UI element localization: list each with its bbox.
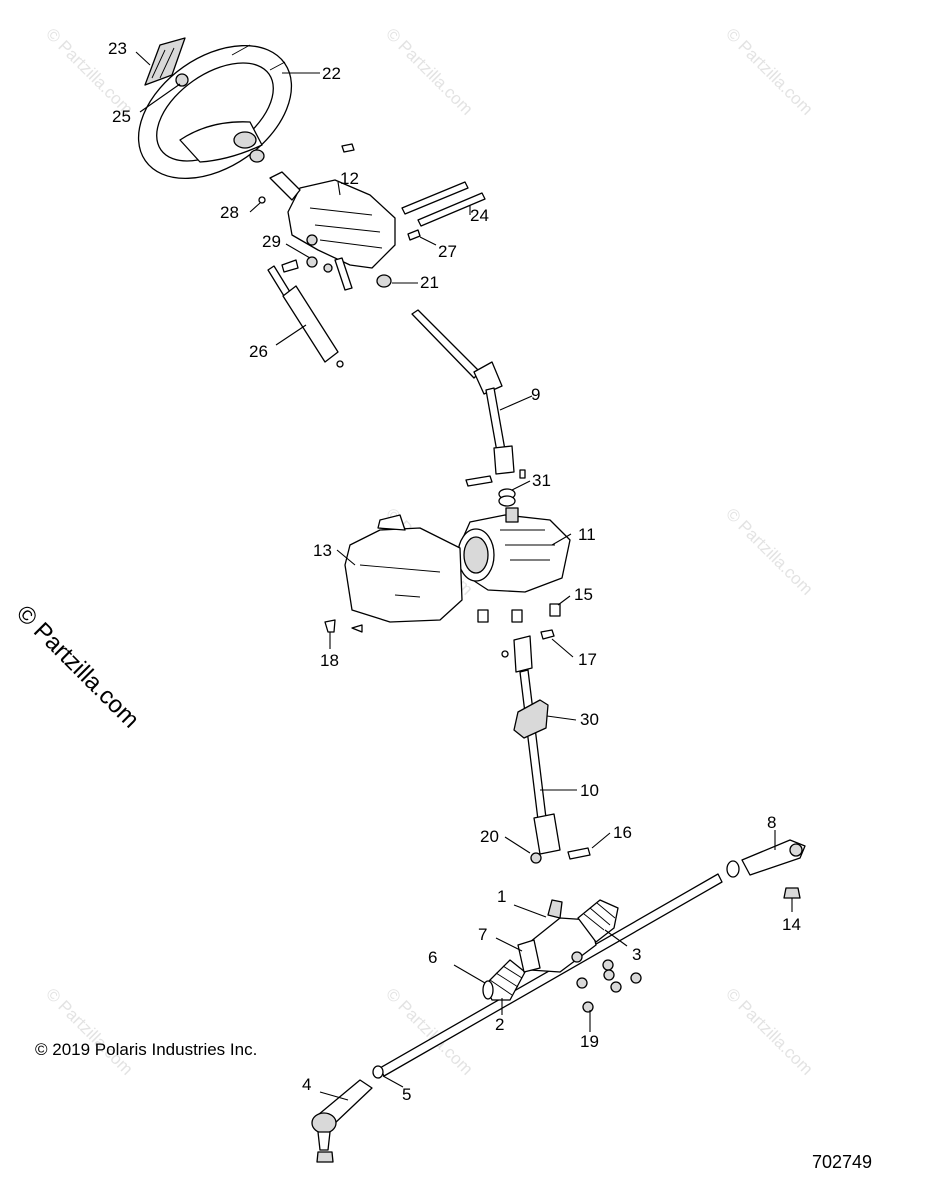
clamp <box>482 980 494 1000</box>
callout-7: 7 <box>478 925 487 944</box>
nut <box>316 1151 334 1163</box>
screw <box>407 229 421 241</box>
rack-boot <box>577 899 619 943</box>
power-steering-unit <box>457 507 571 593</box>
spring-clip <box>498 469 526 507</box>
callout-3: 3 <box>632 945 641 964</box>
callout-9: 9 <box>531 385 540 404</box>
callout-29: 29 <box>262 232 281 251</box>
lower-steering-shaft <box>501 635 561 855</box>
callout-17: 17 <box>578 650 597 669</box>
nut <box>783 887 801 899</box>
callout-23: 23 <box>108 39 127 58</box>
mounting-bolts <box>477 603 561 623</box>
watermark: © Partzilla.com <box>722 24 816 118</box>
callout-25: 25 <box>112 107 131 126</box>
clip <box>351 624 363 633</box>
washer <box>258 196 266 204</box>
callout-10: 10 <box>580 781 599 800</box>
callout-15: 15 <box>574 585 593 604</box>
bolt <box>341 143 355 153</box>
tie-rod-end <box>311 1079 373 1151</box>
callout-2: 2 <box>495 1015 504 1034</box>
bolt <box>540 629 555 640</box>
rack-bracket <box>517 939 541 973</box>
nut <box>530 852 542 864</box>
callout-27: 27 <box>438 242 457 261</box>
jam-nut <box>372 1065 384 1079</box>
watermark: © Partzilla.com <box>722 984 816 1078</box>
tie-rod-end <box>726 839 806 878</box>
steering-cover <box>344 514 463 623</box>
callout-13: 13 <box>313 541 332 560</box>
callout-16: 16 <box>613 823 632 842</box>
callout-24: 24 <box>470 206 489 225</box>
callout-22: 22 <box>322 64 341 83</box>
watermark: © Partzilla.com <box>42 984 136 1078</box>
rack-nuts <box>571 951 642 1013</box>
bolt <box>567 847 591 860</box>
callout-12: 12 <box>340 169 359 188</box>
steering-wheel-emblem <box>144 37 186 86</box>
watermark: © Partzilla.com <box>722 504 816 598</box>
callout-1: 1 <box>497 887 506 906</box>
steering-rack <box>379 873 723 1077</box>
upper-steering-shaft <box>411 309 515 487</box>
callout-21: 21 <box>420 273 439 292</box>
hub-nut <box>249 149 265 163</box>
callout-8: 8 <box>767 813 776 832</box>
callout-20: 20 <box>480 827 499 846</box>
gas-spring <box>267 265 344 368</box>
nut <box>376 274 392 288</box>
copyright-notice: © 2019 Polaris Industries Inc. <box>35 1040 258 1059</box>
callout-28: 28 <box>220 203 239 222</box>
callout-14: 14 <box>782 915 801 934</box>
long-bolts <box>401 181 486 227</box>
shaft-boot <box>513 699 549 739</box>
callout-5: 5 <box>402 1085 411 1104</box>
tilt-bracket <box>269 171 396 291</box>
callout-6: 6 <box>428 948 437 967</box>
bolt <box>281 259 299 273</box>
callout-31: 31 <box>532 471 551 490</box>
callouts: 23 22 25 12 28 24 29 27 21 26 9 31 11 13… <box>108 39 801 1104</box>
document-number: 702749 <box>812 1152 873 1172</box>
nut <box>306 256 318 268</box>
nut <box>175 73 189 87</box>
callout-18: 18 <box>320 651 339 670</box>
callout-4: 4 <box>302 1075 311 1094</box>
watermark: © Partzilla.com <box>382 24 476 118</box>
leader-lines <box>135 51 793 1101</box>
callout-30: 30 <box>580 710 599 729</box>
screw <box>324 619 336 633</box>
callout-11: 11 <box>578 525 596 544</box>
callout-26: 26 <box>249 342 268 361</box>
callout-19: 19 <box>580 1032 599 1051</box>
